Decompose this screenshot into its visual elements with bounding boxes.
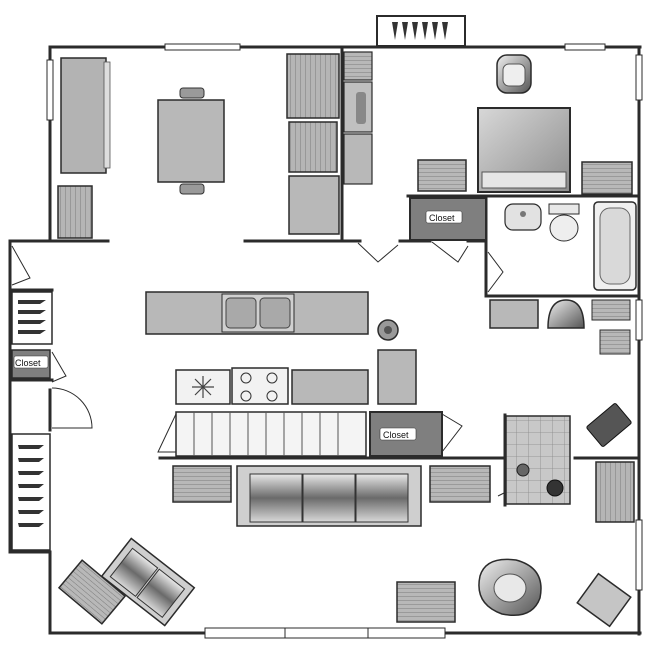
- kitchen-drain: [377, 319, 399, 341]
- closet-bedroom: Closet: [409, 197, 487, 241]
- living-armchair: [478, 558, 542, 616]
- window-top-1: [164, 43, 241, 51]
- radiator-left: [57, 185, 93, 239]
- nightstand-left: [417, 159, 467, 192]
- window-left: [46, 59, 54, 121]
- shoe-shelf-top: [376, 15, 466, 47]
- shower-area: [505, 415, 571, 505]
- window-top-2: [564, 43, 606, 51]
- window-right-2: [635, 299, 643, 341]
- door-swing-bath: [487, 251, 504, 293]
- desk-left: [60, 57, 111, 174]
- left-shoe-rack: [11, 291, 53, 345]
- kitchen-counter: [145, 291, 369, 335]
- stove-counter: [175, 367, 369, 405]
- closet-bedroom-label: Closet: [429, 213, 455, 223]
- bookshelf-right: [595, 461, 635, 523]
- shower-door: [497, 491, 507, 497]
- bed: [477, 107, 571, 193]
- closet-kitchen-label: Closet: [383, 430, 409, 440]
- kitchen-cabinets: [157, 411, 367, 457]
- coffee-table-angled: [57, 559, 127, 625]
- end-table-angled: [576, 572, 632, 628]
- low-cabinet-bottom: [396, 581, 456, 623]
- closet-left-label: Closet: [15, 358, 41, 368]
- toilet-tank: [548, 203, 580, 215]
- windows: [46, 43, 643, 639]
- dining-chair-top: [179, 87, 205, 99]
- door-swing-left-closet: [51, 351, 67, 383]
- sofa: [236, 465, 422, 527]
- shower-drain: [546, 479, 564, 497]
- shelving-unit: [286, 51, 373, 235]
- side-table-right: [429, 465, 491, 503]
- left-closet-wall: [8, 288, 54, 382]
- window-right-3: [635, 519, 643, 591]
- left-shoe-rack-bottom: [11, 433, 51, 551]
- window-bottom: [204, 627, 446, 639]
- shelf-small-2: [599, 329, 631, 355]
- left-bump-wall: [8, 239, 52, 635]
- toilet-bowl: [549, 214, 579, 242]
- closet-kitchen: Closet: [369, 411, 463, 457]
- shelf-small-1: [591, 299, 631, 321]
- dining-chair-bottom: [179, 183, 205, 195]
- shower-head: [516, 463, 530, 477]
- bathroom: [487, 201, 637, 293]
- window-right-1: [635, 54, 643, 101]
- fridge: [377, 349, 417, 405]
- door-swing-bedroom-closet: [431, 241, 469, 263]
- nightstand-right: [581, 161, 633, 195]
- side-table-left: [172, 465, 232, 503]
- dining-table: [157, 87, 225, 195]
- tv-unit: [586, 403, 632, 447]
- door-swing-left-top: [11, 245, 31, 286]
- bedroom-armchair: [496, 54, 532, 94]
- door-swing-main: [51, 387, 93, 429]
- loveseat: [100, 537, 196, 627]
- small-table-right: [489, 299, 539, 329]
- closet-left: Closet: [11, 349, 51, 379]
- office-chair: [547, 299, 585, 329]
- door-swing-room: [357, 242, 399, 263]
